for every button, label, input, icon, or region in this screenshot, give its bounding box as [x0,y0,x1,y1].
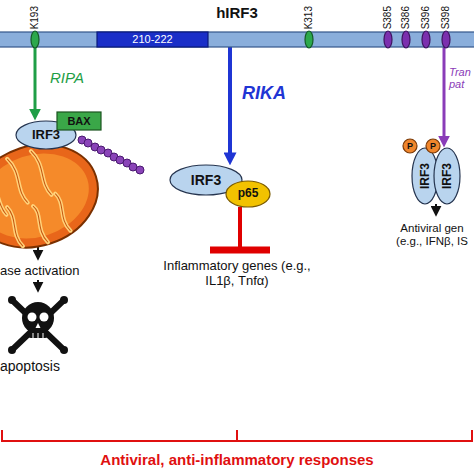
gene-node: Antiviral gen (e.g., IFNβ, IS [390,218,474,252]
arrow-connector [228,47,232,155]
arrow-connector [37,280,39,284]
oval-shape [403,139,417,153]
skull-icon-part [14,302,62,348]
protein-bar: hIRF3210-222K193K313S385S386S396S398 [0,32,474,47]
protein-oval: IRF3 [434,148,460,204]
bead-chain-part [84,139,92,147]
bead-chain-part [97,146,105,154]
outcome-node: ase activation [0,262,100,280]
skull-icon-part [40,313,49,322]
pathway-label: RIPA [50,70,84,87]
response-bracket [2,430,472,441]
residue-marker: K313 [305,31,313,48]
residue-label: K193 [30,6,40,29]
oval-shape [31,31,39,48]
protein-label: IRF3 [191,172,221,188]
box-shape [97,32,208,47]
skull-icon-part [38,333,39,338]
oval-outline [422,31,430,48]
protein-label: IRF3 [441,163,453,189]
oval-shape [384,31,392,48]
mitochondrion-part [0,147,72,254]
bead-chain-part [136,166,144,174]
pathway-label: RIKA [242,84,286,104]
bead-chain-part [116,156,124,164]
mitochondrion-part [0,147,72,254]
arrow-connector [34,48,37,111]
arrow-connector [435,204,437,208]
phosphate-circle: P [426,139,440,153]
gene-text: Inflammatory genes (e.g., IL1β, Tnfα) [150,259,324,289]
residue-label: S396 [421,6,431,29]
arrow-connector [443,47,446,138]
mitochondrion-part [0,140,100,252]
oval-shape [434,148,460,204]
domain-box: 210-222 [97,32,208,47]
skull-icon-part [22,302,54,334]
oval-shape [402,31,410,48]
skull-icon-part [60,296,68,304]
skull-icon-part [28,326,48,338]
pathway-label: Tran pat [449,66,474,90]
gene-text: Antiviral gen (e.g., IFNβ, IS [390,222,474,248]
skull-icon-part [14,302,62,348]
skull-icon-part [8,346,16,354]
bead-chain-part [129,163,137,171]
oval-shape [422,31,430,48]
response-caption: Antiviral, anti-inflammatory responses [0,452,474,469]
inhibition-connector [238,207,242,250]
phosphate-label: P [430,141,436,151]
phosphate-circle: P [403,139,417,153]
response-bracket-part [2,430,472,441]
residue-label: K313 [304,6,314,29]
residue-marker: S398 [442,31,450,48]
oval-outline [442,31,450,48]
bead-chain-part [104,149,112,157]
domain-label: 210-222 [132,33,172,46]
skull-icon-part [36,323,41,328]
bead-chain-part [123,159,131,167]
skull-icon-part [60,346,68,354]
skull-icon-part [43,333,44,338]
skull-icon-part [33,333,34,338]
skull-icon [8,296,68,354]
oval-shape [442,31,450,48]
subunit-oval: p65 [226,181,270,207]
gene-node: Inflammatory genes (e.g., IL1β, Tnfα) [150,256,324,292]
protein-label: p65 [238,187,259,201]
residue-label: S398 [441,6,451,29]
residue-marker: S386 [402,31,410,48]
oval-outline [31,31,39,48]
oval-shape [226,181,270,207]
protein-label: BAX [67,115,90,128]
box-shape [57,112,101,130]
oval-outline [305,31,313,48]
phosphate-label: P [407,141,413,151]
outcome-text: ase activation [0,264,80,279]
cell-death-node: apoptosis [0,294,80,374]
membrane-protein-box: BAX [57,112,101,130]
outcome-text: apoptosis [0,358,60,374]
bead-chain [78,136,144,174]
residue-marker: S396 [422,31,430,48]
residue-marker: S385 [384,31,392,48]
bead-chain-part [78,136,86,144]
skull-icon-part [8,296,16,304]
protein-label: IRF3 [32,128,60,143]
skull-icon-part [28,313,37,322]
bead-chain-part [91,143,99,151]
oval-shape [426,139,440,153]
box-shape [0,32,474,47]
protein-label: IRF3 [419,163,431,189]
residue-marker: K193 [31,31,39,48]
arrow-connector [37,149,39,252]
residue-label: S386 [401,6,411,29]
oval-outline [384,31,392,48]
bead-chain-part [110,153,118,161]
oval-outline [402,31,410,48]
residue-label: S385 [383,6,393,29]
oval-shape [305,31,313,48]
